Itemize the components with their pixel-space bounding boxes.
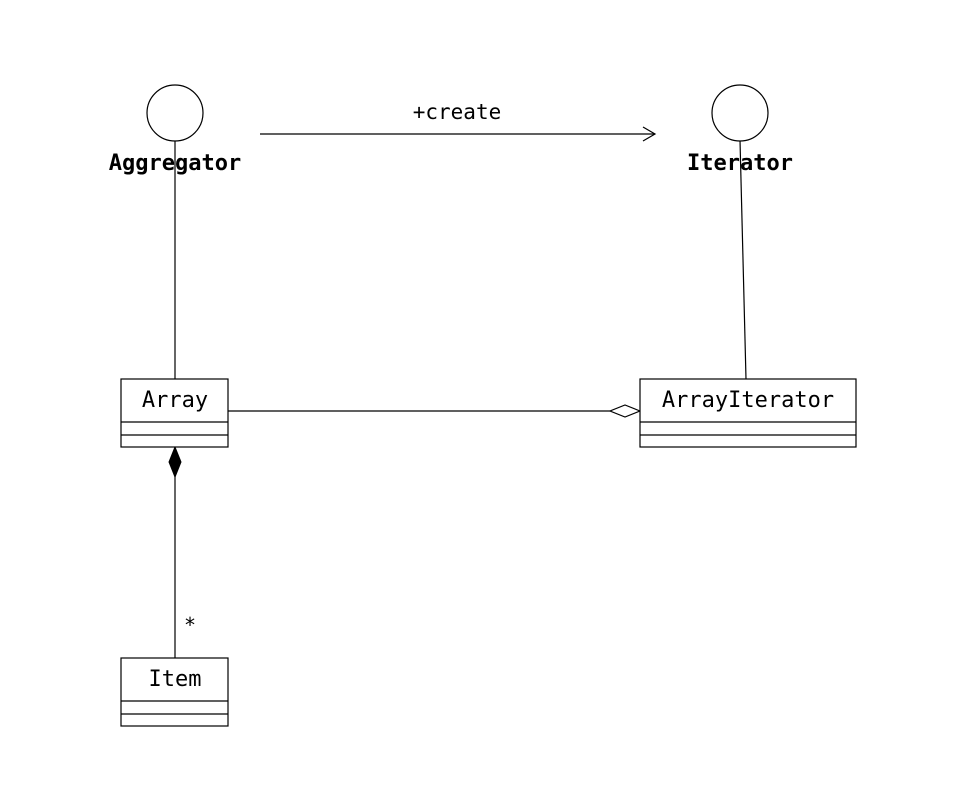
item-class-box[interactable]: Item: [120, 657, 229, 727]
aggregation-diamond-icon: [608, 404, 642, 418]
array-iterator-class-name: ArrayIterator: [662, 388, 834, 413]
composition-diamond-icon: [168, 445, 182, 479]
iterator-interface-icon[interactable]: [711, 84, 769, 142]
create-dependency-label: +create: [413, 100, 502, 124]
composition-multiplicity-label: *: [184, 613, 196, 637]
item-class-name: Item: [149, 667, 202, 692]
aggregator-interface-icon[interactable]: [146, 84, 204, 142]
iterator-interface-label: Iterator: [687, 151, 793, 176]
array-iterator-class-box[interactable]: ArrayIterator: [639, 378, 857, 448]
create-arrowhead-icon: [642, 126, 657, 142]
aggregator-interface-label: Aggregator: [109, 151, 241, 176]
array-class-name: Array: [142, 388, 208, 413]
array-class-box[interactable]: Array: [120, 378, 229, 448]
iterator-realization-line: [739, 139, 747, 380]
